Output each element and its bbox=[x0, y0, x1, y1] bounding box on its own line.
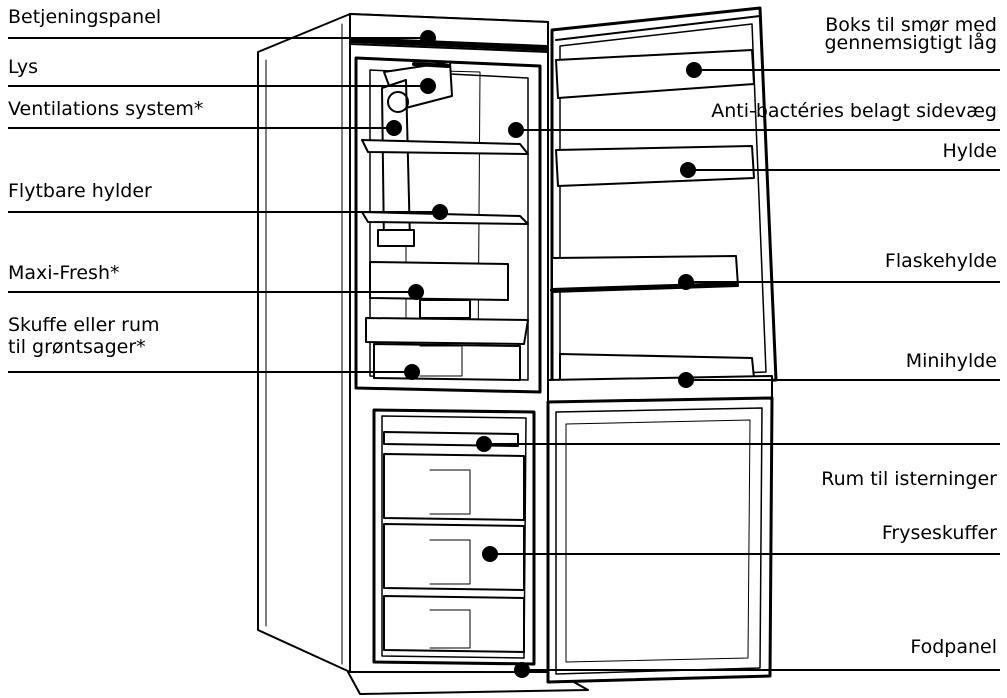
upper-door bbox=[550, 6, 778, 394]
control-panel-strip bbox=[349, 13, 549, 53]
label-ventilation-system: Ventilations system* bbox=[8, 98, 204, 120]
label-freezer-drawers: Fryseskuffer bbox=[881, 522, 997, 544]
label-mini-shelf: Minihylde bbox=[905, 350, 997, 372]
label-light: Lys bbox=[8, 56, 38, 78]
label-removable-shelves: Flytbare hylder bbox=[8, 180, 152, 202]
label-antibacterial-wall: Anti-bactéries belagt sidevæg bbox=[711, 100, 997, 122]
label-vegetable-drawer: Skuffe eller rum til grøntsager* bbox=[8, 314, 160, 358]
label-maxi-fresh: Maxi-Fresh* bbox=[8, 262, 120, 284]
label-bottle-shelf: Flaskehylde bbox=[884, 250, 997, 272]
label-shelf: Hylde bbox=[942, 140, 997, 162]
label-ice-cube-compartment: Rum til isterninger bbox=[821, 468, 997, 490]
kick-plate-strip bbox=[347, 671, 589, 695]
label-kick-plate: Fodpanel bbox=[910, 636, 997, 658]
fridge-compartment bbox=[354, 56, 542, 394]
label-control-panel: Betjeningspanel bbox=[8, 6, 162, 28]
freezer-compartment bbox=[372, 408, 536, 666]
label-butter-box: Boks til smør med gennemsigtigt låg bbox=[824, 14, 997, 54]
lower-door bbox=[546, 396, 774, 684]
